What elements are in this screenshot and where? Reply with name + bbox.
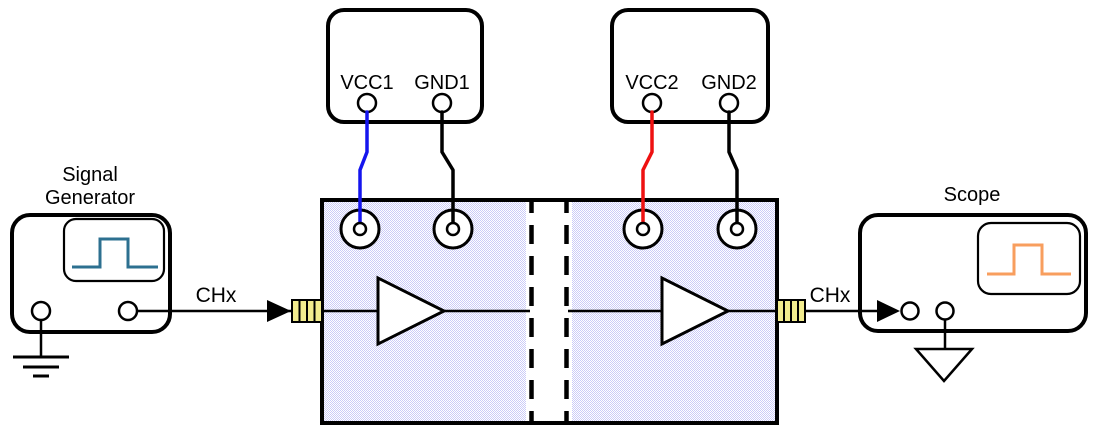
vcc2-label: VCC2	[625, 72, 678, 94]
power-supply-2-box	[610, 8, 770, 124]
amplifier-1-icon	[376, 275, 448, 347]
scope-pulse-waveform-icon	[987, 243, 1071, 276]
scope: Scope	[805, 184, 1088, 383]
input-arrow-icon	[267, 300, 291, 322]
power-supply-1: VCC1 GND1	[326, 8, 484, 124]
vcc2-wire	[641, 110, 654, 229]
power-supply-1-box	[326, 8, 484, 124]
gnd2-label: GND2	[701, 72, 757, 94]
pulse-waveform-icon	[72, 237, 158, 269]
scope-input-terminal	[900, 301, 920, 321]
output-sma-connector	[776, 299, 806, 323]
chassis-ground-icon	[913, 320, 975, 383]
signal-generator-label-line1: Signal	[62, 164, 118, 186]
vcc1-label: VCC1	[340, 72, 393, 94]
scope-ground-terminal	[935, 301, 955, 321]
generator-ground-terminal	[30, 300, 52, 322]
scope-screen	[976, 221, 1082, 296]
gnd1-label: GND1	[414, 72, 470, 94]
vcc1-terminal	[356, 92, 378, 114]
signal-generator: Signal Generator	[10, 164, 292, 378]
gnd2-wire	[727, 110, 739, 229]
input-sma-connector	[291, 299, 323, 323]
input-channel-label: CHx	[196, 284, 237, 307]
vcc1-wire	[358, 110, 369, 229]
gnd2-terminal	[718, 92, 740, 114]
gnd1-wire	[440, 110, 455, 229]
evaluation-board	[320, 198, 779, 425]
output-channel-label: CHx	[810, 284, 851, 307]
gnd1-terminal	[431, 92, 453, 114]
banana-jack-gnd2-pin	[729, 221, 745, 237]
scope-input-arrow-icon	[877, 300, 900, 322]
scope-label: Scope	[944, 184, 1001, 206]
banana-jack-vcc1-pin	[352, 221, 368, 237]
power-supply-2: VCC2 GND2	[610, 8, 770, 124]
vcc2-terminal	[641, 92, 663, 114]
banana-jack-vcc2-pin	[635, 221, 651, 237]
signal-generator-screen	[62, 217, 166, 283]
signal-generator-label-line2: Generator	[45, 187, 135, 209]
amplifier-2-icon	[660, 275, 732, 347]
banana-jack-gnd1-pin	[445, 221, 461, 237]
earth-ground-icon	[13, 320, 69, 378]
generator-output-terminal	[117, 300, 139, 322]
